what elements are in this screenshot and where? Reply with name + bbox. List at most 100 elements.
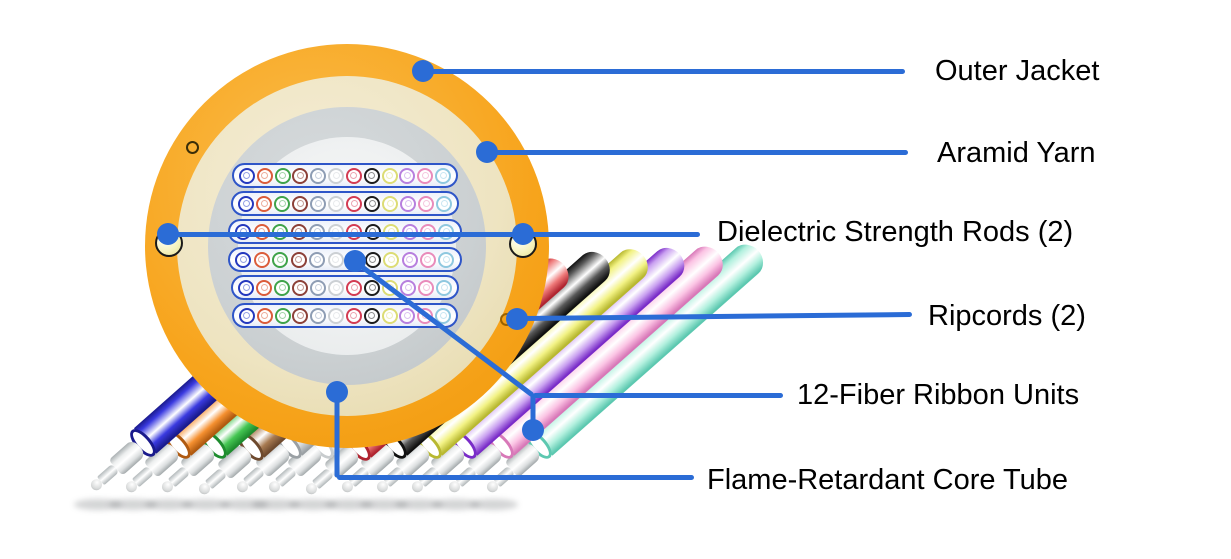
tube-shadow [220,499,268,510]
fiber-core [243,172,251,179]
fiber-circle-brown [292,279,308,296]
fiber-circle-blue [238,195,254,212]
label-strength-rods: Dielectric Strength Rods (2) [717,216,1074,248]
fiber-core [332,284,340,291]
fiber-circle-orange [256,167,273,184]
fiber-core [278,200,286,207]
fiber-core [296,172,304,179]
fiber-circle-brown [290,251,307,268]
fiber-core [296,284,304,291]
label-aramid-yarn: Aramid Yarn [937,137,1096,169]
ribbon-row [228,247,462,272]
callout-dot-aramid-yarn [476,141,498,163]
fiber-circle-white [328,307,345,324]
fiber-circle-orange [256,195,272,212]
fiber-circle-black [363,167,380,184]
fiber-core [368,284,376,291]
fiber-core [350,284,358,291]
fiber-core [440,284,448,291]
fiber-circle-aqua [435,307,452,324]
fiber-core [422,284,430,291]
fiber-core [350,200,358,207]
fiber-circle-slate [310,167,327,184]
fiber-circle-aqua [435,167,452,184]
callout-dot-ripcord [506,308,528,330]
fiber-circle-brown [292,195,308,212]
fiber-core [258,256,266,263]
fiber-circle-white [328,195,344,212]
fiber-circle-green [274,167,291,184]
fiber-circle-white [327,251,344,268]
label-outer-jacket: Outer Jacket [935,55,1100,87]
fiber-core [387,256,395,263]
fiber-core [332,200,340,207]
fiber-circle-black [363,307,380,324]
callout-dot-strength-rod-right [512,223,534,245]
fiber-core [296,312,304,319]
fiber-core [404,284,412,291]
fiber-circle-rose [418,279,434,296]
fiber-core [406,256,414,263]
tube-shadow [109,499,157,510]
fiber-core [276,256,284,263]
callout-dot-outer-jacket [412,60,434,82]
fiber-core [386,200,394,207]
fiber-core [404,200,412,207]
fiber-core [332,312,340,319]
ripcord-top-left [186,141,199,154]
fiber-circle-brown [292,307,309,324]
fiber-circle-yellow [382,195,398,212]
tube-shadow [252,499,300,510]
fiber-circle-aqua [436,279,452,296]
fiber-core [424,256,432,263]
fiber-core [260,284,268,291]
fiber-core [386,312,394,319]
fiber-core [261,172,269,179]
fiber-circle-orange [253,251,270,268]
fiber-core [279,312,287,319]
fiber-core [261,312,269,319]
fiber-circle-violet [400,279,416,296]
tube-shadow [470,499,518,510]
label-ribbon-units: 12-Fiber Ribbon Units [797,379,1080,411]
fiber-core [440,200,448,207]
callout-line-ribbon-units [533,392,783,398]
fiber-core [332,172,340,179]
fiber-circle-rose [418,195,434,212]
fiber-core [314,312,322,319]
ribbon-row [232,303,458,328]
callout-dot-strength-rod-left [157,223,179,245]
fiber-circle-blue [238,167,255,184]
fiber-circle-orange [256,307,273,324]
callout-line-core-tube [337,474,694,480]
fiber-circle-green [274,195,290,212]
fiber-core [314,172,322,179]
callout-line-aramid-yarn [487,149,908,155]
callout-dot-ribbon-tube [522,419,544,441]
fiber-core [313,256,321,263]
fiber-core [368,172,376,179]
fiber-circle-orange [256,279,272,296]
tube-shadow [289,499,337,510]
fiber-core [442,256,450,263]
fiber-circle-slate [309,251,326,268]
fiber-core [295,256,303,263]
fiber-core [242,284,250,291]
callout-dot-ribbon-fiber [344,250,366,272]
fiber-core [314,200,322,207]
fiber-circle-slate [310,279,326,296]
fiber-circle-violet [401,251,418,268]
fiber-core [386,172,394,179]
fiber-core [260,200,268,207]
tube-shadow [360,499,408,510]
fiber-core [278,284,286,291]
fiber-circle-black [364,251,381,268]
fiber-circle-blue [238,279,254,296]
callout-line-strength-rods [168,231,700,237]
fiber-circle-violet [399,307,416,324]
fiber-circle-white [328,279,344,296]
ribbon-row [232,163,458,188]
